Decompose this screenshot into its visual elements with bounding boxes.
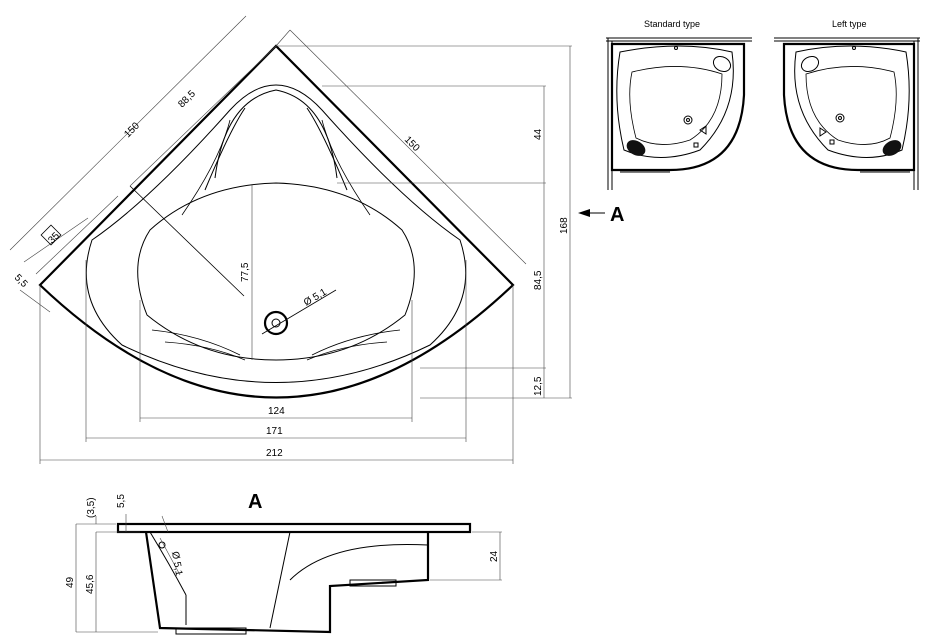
headrest-lobe	[214, 89, 338, 179]
variant-left: Left type	[774, 19, 920, 190]
dim-side-left-inner: 88,5	[176, 88, 198, 110]
left-headrest-dark	[882, 140, 902, 156]
dim-top-5-5: 5,5	[116, 494, 127, 508]
dim-edge-5-5: 5,5	[12, 272, 30, 290]
dim-total-168: 168	[559, 217, 570, 234]
standard-headrest-light	[712, 55, 732, 73]
drain-outer	[263, 310, 289, 336]
dim-width-171: 171	[266, 426, 283, 437]
view-arrow-label: A	[610, 204, 624, 226]
dim-width-124: 124	[268, 406, 285, 417]
dim-height-45-6: 45,6	[85, 574, 96, 594]
left-type-label: Left type	[832, 19, 867, 29]
dim-depth-84-5: 84,5	[533, 270, 544, 290]
dim-width-212: 212	[266, 448, 283, 459]
dim-drain: Ø 5,1	[302, 287, 329, 309]
tub-outer-outline	[38, 44, 515, 399]
standard-headrest-dark	[626, 140, 646, 156]
variant-standard: Standard type	[606, 19, 752, 190]
dim-depth-44: 44	[533, 128, 544, 140]
dim-edge-35: 35	[46, 230, 62, 246]
section-label: A	[248, 491, 262, 513]
dim-side-left: 150	[122, 120, 142, 140]
dim-height-49: 49	[65, 576, 76, 588]
dim-bottom-12-5: 12,5	[533, 376, 544, 396]
left-headrest-light	[800, 55, 820, 73]
dim-overflow: Ø 5,1	[169, 551, 184, 577]
dim-depth-24: 24	[489, 550, 500, 562]
top-view: 150 88,5 150 35 5,5 44 84,5 168 12,5 77,…	[9, 15, 624, 464]
dim-inner-77-5: 77,5	[240, 262, 251, 282]
inner-basin	[137, 182, 415, 361]
tub-rim-contour	[85, 84, 467, 383]
dim-top-3-5: (3,5)	[86, 497, 97, 518]
section-body	[144, 531, 430, 634]
section-rim	[116, 522, 472, 534]
section-view: A (3,5) 5,5 49 45,6 Ø 5,1 24	[65, 491, 502, 635]
standard-type-label: Standard type	[644, 19, 700, 29]
dim-side-right: 150	[402, 134, 422, 154]
